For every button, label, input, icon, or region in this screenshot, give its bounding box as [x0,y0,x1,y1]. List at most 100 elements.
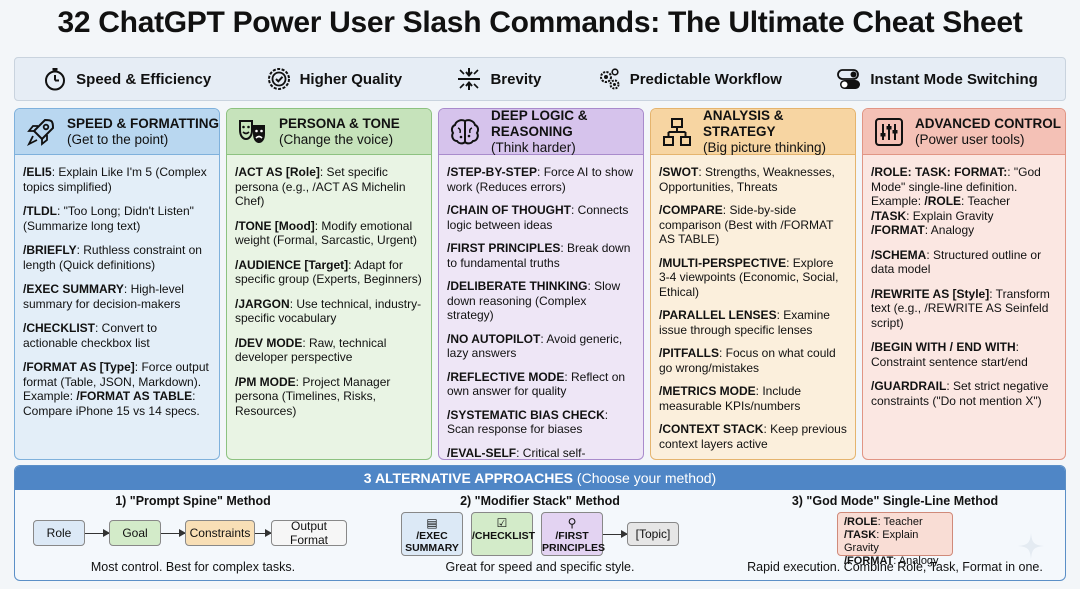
sparkle-icon [1018,533,1044,559]
method-god-mode: 3) "God Mode" Single-Line Method /ROLE: … [745,494,1045,578]
god-line: /FORMAT: Analogy [844,555,939,567]
alternative-approaches-panel: 3 ALTERNATIVE APPROACHES (Choose your me… [14,465,1066,581]
command-item: /ELI5: Explain Like I'm 5 (Complex topic… [23,165,207,194]
benefit-label: Speed & Efficiency [76,70,212,88]
benefit-label: Higher Quality [299,70,403,88]
column-subtitle: (Big picture thinking) [703,139,827,155]
method-caption: Most control. Best for complex tasks. [90,560,296,574]
toggle-switch-icon [837,69,861,89]
command-item: /TONE [Mood]: Modify emotional weight (F… [235,218,418,248]
gears-icon [599,68,620,90]
column-subtitle: (Think harder) [491,139,576,155]
checkbox-icon: ☑ [496,516,508,530]
command-item: /FORMAT AS [Type]: Force output format (… [23,360,209,418]
magnifier-icon: ⚲ [567,516,577,530]
command-item: /SCHEMA: Structured outline or data mode… [871,247,1042,277]
command-item: /COMPARE: Side-by-side comparison (Best … [659,203,834,246]
command-item: /EXEC SUMMARY: High-level summary for de… [23,282,184,311]
method-modifier-stack: 2) "Modifier Stack" Method ▤/EXEC SUMMAR… [395,494,685,578]
command-list: /ELI5: Explain Like I'm 5 (Complex topic… [15,155,219,418]
command-item: /REWRITE AS [Style]: Transform text (e.g… [871,286,1050,330]
stack-step-checklist: ☑/CHECKLIST [471,512,535,556]
column-title: SPEED & FORMATTING [67,115,220,131]
column-subtitle: (Power user tools) [915,131,1025,147]
command-item: /STEP-BY-STEP: Force AI to show work (Re… [447,165,634,194]
benefit-speed: Speed & Efficiency [42,66,211,92]
theater-masks-icon [239,119,265,143]
column-header: ADVANCED CONTROL (Power user tools) [863,109,1065,155]
command-item: /PITFALLS: Focus on what could go wrong/… [659,346,836,375]
benefits-bar: Speed & Efficiency Higher Quality Brevit… [14,57,1066,101]
sliders-icon [875,117,903,146]
command-item: /REFLECTIVE MODE: Reflect on own answer … [447,369,626,399]
command-item: /GUARDRAIL: Set strict negative constrai… [871,379,1049,408]
column-header: PERSONA & TONE (Change the voice) [227,109,431,155]
command-item: /ACT AS [Role]: Set specific persona (e.… [235,165,406,208]
command-item: /CHAIN OF THOUGHT: Connects logic betwee… [447,203,629,232]
column-header: DEEP LOGIC & REASONING (Think harder) [439,109,643,155]
command-item: /FIRST PRINCIPLES: Break down to fundame… [447,241,631,270]
flowchart-icon [663,117,691,146]
arrow-right-icon [603,530,628,538]
command-item: /CHECKLIST: Convert to actionable checkb… [23,321,158,350]
column-advanced-control: ADVANCED CONTROL (Power user tools) /ROL… [862,108,1066,460]
benefit-label: Instant Mode Switching [870,70,1038,88]
column-title: ADVANCED CONTROL [915,115,1061,131]
arrow-right-icon [85,529,110,537]
command-item: /METRICS MODE: Include measurable KPIs/n… [659,384,802,413]
rocket-icon [26,118,55,146]
command-item: /BRIEFLY: Ruthless constraint on length … [23,243,202,272]
column-analysis-strategy: ANALYSIS & STRATEGY (Big picture thinkin… [650,108,856,460]
method-prompt-spine: 1) "Prompt Spine" Method Role Goal Const… [23,494,363,578]
arrow-right-icon [161,529,186,537]
method-caption: Rapid execution. Combine Role, Task, For… [747,560,1043,574]
benefit-label: Predictable Workflow [629,70,782,88]
column-subtitle: (Get to the point) [67,131,169,147]
command-list: /ACT AS [Role]: Set specific persona (e.… [227,155,431,418]
benefit-brevity: Brevity [456,66,541,92]
column-subtitle: (Change the voice) [279,131,394,147]
method-caption: Great for speed and specific style. [445,560,635,574]
command-item: /AUDIENCE [Target]: Adapt for specific g… [235,257,422,287]
approaches-header: 3 ALTERNATIVE APPROACHES (Choose your me… [15,466,1065,490]
stack-step-first-principles: ⚲/FIRST PRINCIPLES [541,512,605,556]
command-item: /PM MODE: Project Manager persona (Timel… [235,374,391,418]
command-item: /JARGON: Use technical, industry-specifi… [235,296,422,326]
brain-icon [450,118,480,144]
command-item: /MULTI-PERSPECTIVE: Explore 3-4 viewpoin… [659,255,839,299]
command-list: /ROLE: TASK: FORMAT:: "God Mode" single-… [863,155,1065,408]
command-item: /ROLE: TASK: FORMAT:: "God Mode" single-… [871,165,1041,237]
spine-step-constraints: Constraints [185,520,255,546]
spine-step-goal: Goal [109,520,161,546]
column-deep-logic: DEEP LOGIC & REASONING (Think harder) /S… [438,108,644,460]
command-list: /SWOT: Strengths, Weaknesses, Opportunit… [651,155,855,451]
method-title: 2) "Modifier Stack" Method [460,494,620,508]
document-icon: ▤ [426,516,438,530]
command-item: /SWOT: Strengths, Weaknesses, Opportunit… [659,165,835,194]
command-item: /DELIBERATE THINKING: Slow down reasonin… [447,279,621,322]
column-speed-formatting: SPEED & FORMATTING (Get to the point) /E… [14,108,220,460]
stack-step-exec-summary: ▤/EXEC SUMMARY [401,512,463,556]
method-title: 1) "Prompt Spine" Method [115,494,271,508]
command-item: /PARALLEL LENSES: Examine issue through … [659,308,830,337]
benefit-label: Brevity [490,70,542,88]
god-line: /ROLE: Teacher [844,516,923,528]
column-title: ANALYSIS & STRATEGY [703,108,784,139]
spine-step-role: Role [33,520,85,546]
god-mode-example: /ROLE: Teacher /TASK: Explain Gravity /F… [837,512,953,567]
column-title: PERSONA & TONE [279,115,400,131]
arrow-right-icon [255,529,272,537]
stopwatch-icon [45,68,66,91]
method-title: 3) "God Mode" Single-Line Method [791,494,999,508]
column-persona-tone: PERSONA & TONE (Change the voice) /ACT A… [226,108,432,460]
command-item: /EVAL-SELF: Critical self-evaluation at … [447,445,586,460]
command-list: /STEP-BY-STEP: Force AI to show work (Re… [439,155,643,460]
benefit-quality: Higher Quality [266,66,403,92]
benefit-mode-switching: Instant Mode Switching [836,66,1038,92]
column-header: SPEED & FORMATTING (Get to the point) [15,109,219,155]
quality-badge-icon [267,68,290,90]
command-item: /DEV MODE: Raw, technical developer pers… [235,335,387,365]
column-title: DEEP LOGIC & REASONING [491,108,588,139]
god-line: /TASK: Explain Gravity [844,529,919,554]
benefit-workflow: Predictable Workflow [596,66,782,92]
